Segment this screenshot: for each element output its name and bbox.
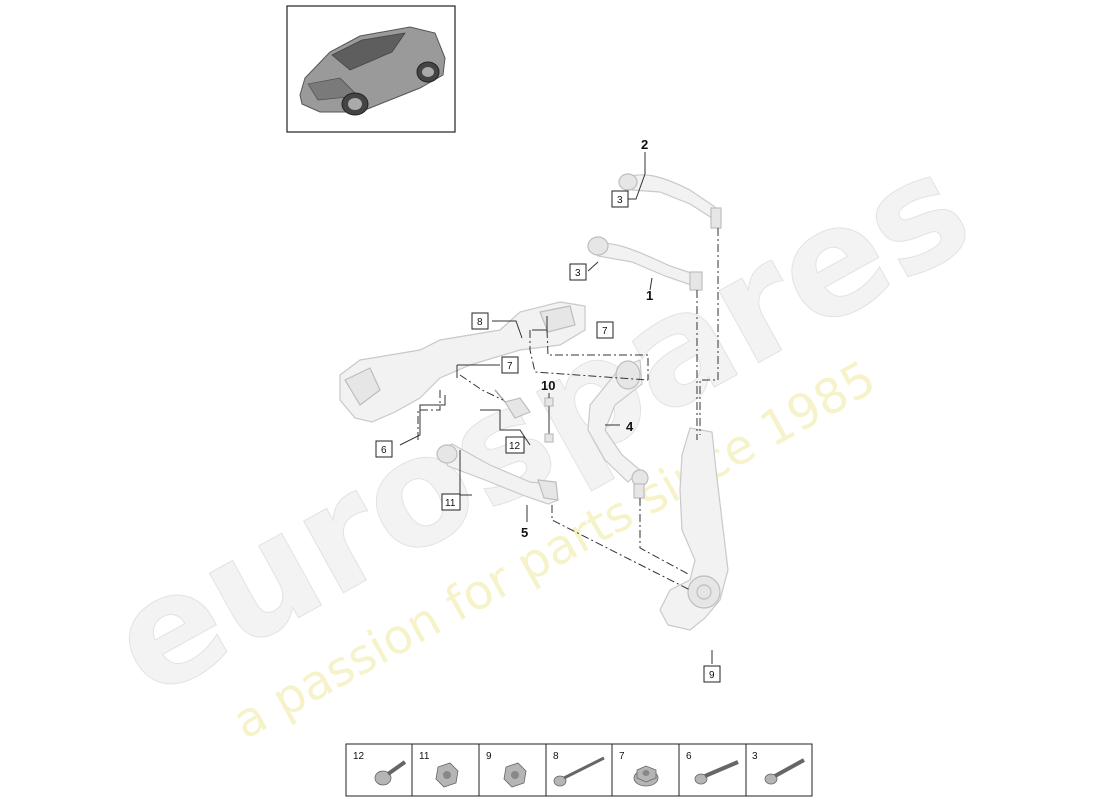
part-wheel-carrier-9 [659, 427, 729, 631]
leader-lines [399, 152, 713, 664]
callout-8[interactable]: 8 [471, 312, 489, 330]
hardware-legend: 12 11 9 8 [345, 743, 813, 797]
vehicle-thumbnail [286, 5, 456, 133]
legend-cell-7[interactable]: 7 [619, 751, 659, 787]
callout-10: 10 [541, 378, 555, 393]
callout-10-label: 10 [541, 378, 555, 393]
legend-cell-12[interactable]: 12 [353, 751, 407, 786]
legend-cell-9[interactable]: 9 [486, 751, 527, 788]
legend-label-12: 12 [353, 751, 365, 762]
callout-2-label: 2 [641, 137, 648, 152]
callout-7-lower[interactable]: 7 [501, 356, 519, 374]
hex-nut-icon [435, 762, 459, 788]
callout-5-label: 5 [521, 525, 528, 540]
part-lower-control-arm-5 [436, 443, 559, 505]
bolt-icon [764, 758, 805, 785]
legend-cell-11[interactable]: 11 [419, 751, 459, 788]
suv-thumbnail-icon [299, 26, 446, 116]
watermark-brand: eurospares [83, 119, 997, 731]
callout-3-upper-label: 3 [617, 195, 623, 206]
part-upper-control-arm-1 [587, 236, 703, 291]
part-subframe-bracket [339, 301, 586, 423]
callout-3-upper[interactable]: 3 [611, 190, 629, 208]
callout-8-label: 8 [477, 317, 483, 328]
callout-9-label: 9 [709, 670, 715, 681]
callout-12-label: 12 [509, 441, 521, 452]
callout-12[interactable]: 12 [505, 436, 525, 454]
bolt-icon [694, 760, 739, 785]
callout-6-label: 6 [381, 445, 387, 456]
callout-4: 4 [626, 419, 634, 434]
part-sensor-12 [494, 389, 531, 419]
legend-label-6: 6 [686, 751, 692, 762]
legend-label-7: 7 [619, 751, 625, 762]
legend-label-9: 9 [486, 751, 492, 762]
callout-1: 1 [646, 288, 653, 303]
part-upper-control-arm-2 [618, 173, 722, 229]
callout-7-lower-label: 7 [507, 361, 513, 372]
legend-label-3: 3 [752, 751, 758, 762]
callout-4-label: 4 [626, 419, 634, 434]
callout-5: 5 [521, 525, 528, 540]
callout-11-label: 11 [445, 498, 456, 509]
callout-2: 2 [641, 137, 648, 152]
callout-6[interactable]: 6 [375, 440, 393, 458]
hex-nut-icon [503, 762, 527, 788]
callout-7-upper-label: 7 [602, 326, 608, 337]
callout-3-lower[interactable]: 3 [569, 263, 587, 281]
callout-11[interactable]: 11 [441, 493, 461, 511]
long-bolt-icon [553, 756, 605, 787]
legend-label-8: 8 [553, 751, 559, 762]
callout-7-upper[interactable]: 7 [596, 321, 614, 339]
flange-bolt-icon [374, 760, 407, 786]
callout-1-label: 1 [646, 288, 653, 303]
watermark: eurospares a passion for parts since 198… [83, 119, 998, 750]
legend-label-11: 11 [419, 751, 430, 762]
legend-cell-8[interactable]: 8 [553, 751, 605, 787]
legend-cell-3[interactable]: 3 [752, 751, 805, 785]
legend-cell-6[interactable]: 6 [686, 751, 739, 785]
callout-3-lower-label: 3 [575, 268, 581, 279]
callout-9[interactable]: 9 [703, 665, 721, 683]
flange-nut-icon [633, 765, 659, 787]
part-link-10 [544, 397, 554, 443]
assembly-lines [417, 228, 719, 591]
